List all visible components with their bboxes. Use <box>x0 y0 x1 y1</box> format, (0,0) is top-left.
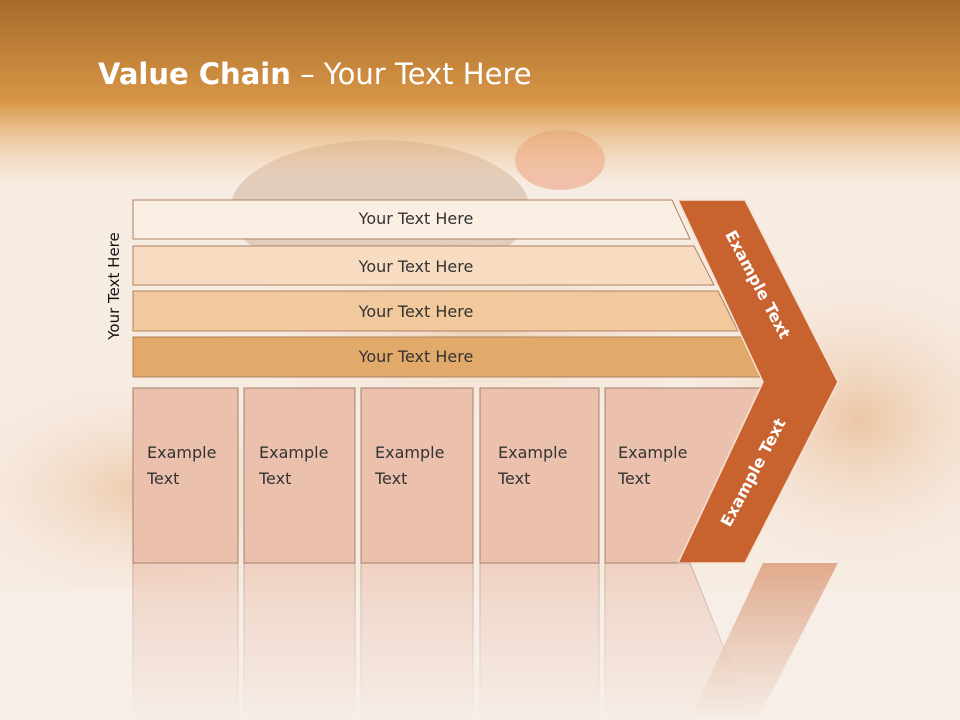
primary-box-2 <box>243 387 356 564</box>
primary-box-4-line1: Example <box>498 443 567 462</box>
support-bar-4-label: Your Text Here <box>358 347 474 366</box>
support-bar-2 <box>132 245 715 286</box>
support-bar-3-label: Your Text Here <box>358 302 474 321</box>
primary-box-1 <box>132 387 239 564</box>
primary-box-3-line2: Text <box>374 469 407 488</box>
margin-chevron-shape <box>676 199 839 564</box>
slide-title-bold: Value Chain <box>98 57 291 91</box>
diagram-reflection <box>132 562 838 720</box>
primary-box-3-line1: Example <box>375 443 444 462</box>
support-bar-2-label: Your Text Here <box>358 257 474 276</box>
primary-box-4-line2: Text <box>497 469 530 488</box>
primary-box-1-line1: Example <box>147 443 216 462</box>
primary-box-2-line2: Text <box>258 469 291 488</box>
primary-box-5-line1: Example <box>618 443 687 462</box>
slide-title-rest: – Your Text Here <box>290 57 532 91</box>
primary-box-4 <box>479 387 600 564</box>
primary-box-1-line2: Text <box>146 469 179 488</box>
primary-box-3 <box>360 387 474 564</box>
side-axis-label: Your Text Here <box>105 232 123 340</box>
support-bars: Your Text Here Your Text Here Your Text … <box>132 199 763 378</box>
support-bar-1-label: Your Text Here <box>358 209 474 228</box>
support-bar-1 <box>132 199 691 240</box>
primary-box-5-line2: Text <box>617 469 650 488</box>
slide-title: Value Chain – Your Text Here <box>98 54 532 94</box>
support-bar-3 <box>132 290 739 332</box>
primary-box-2-line1: Example <box>259 443 328 462</box>
primary-boxes: Example Text Example Text Example Text E… <box>132 387 761 564</box>
